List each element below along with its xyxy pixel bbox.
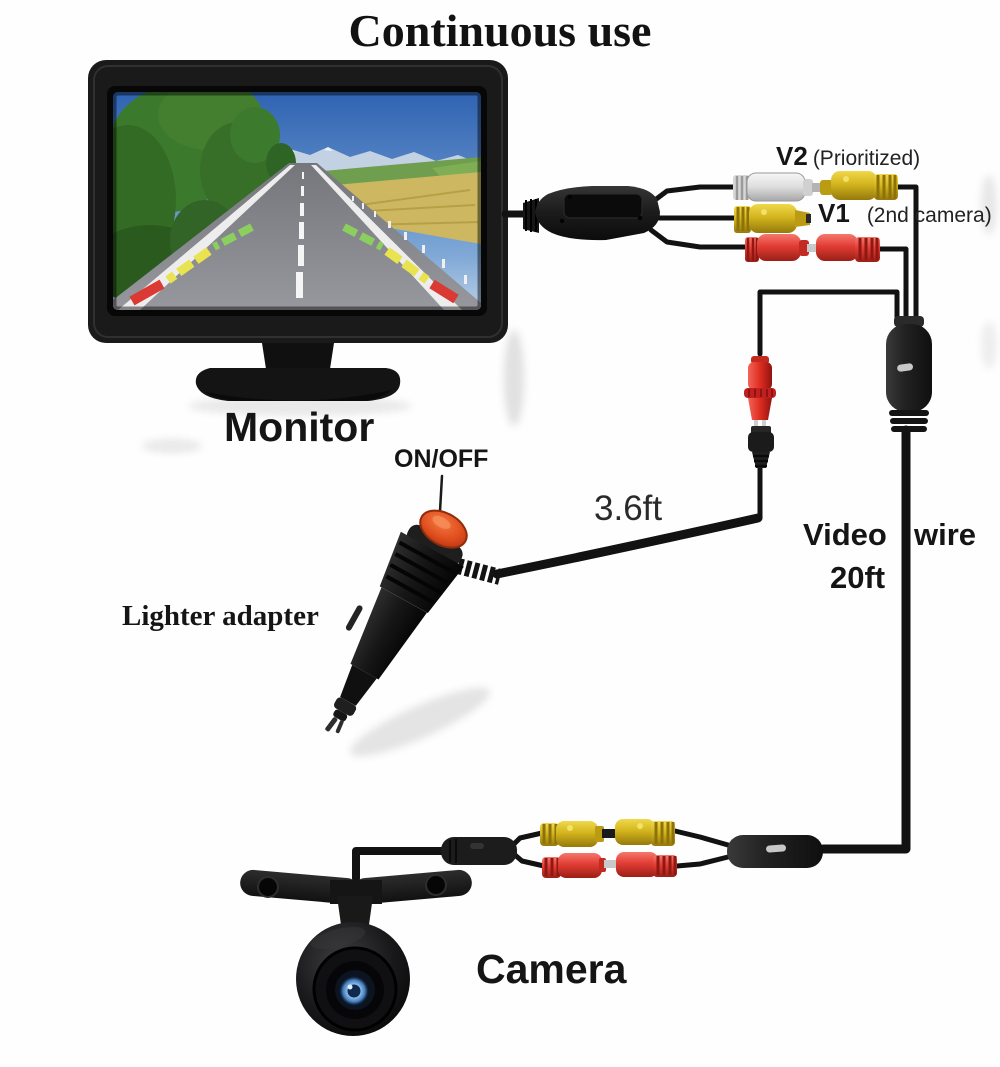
- wire-power-to-ferrite: [757, 289, 900, 357]
- monitor-illustration: [88, 60, 508, 401]
- rca-pair-v2: [733, 171, 898, 202]
- wires: [352, 184, 919, 883]
- junction-box: [523, 186, 660, 241]
- wire-split-yellow: [672, 828, 731, 848]
- power-cable-length-label: 3.6ft: [594, 489, 663, 528]
- v1-label: V1: [818, 198, 850, 228]
- video-wire-label-word1: Video: [803, 517, 887, 552]
- trees: [113, 92, 296, 305]
- v1-note: (2nd camera): [866, 204, 992, 227]
- lighter-adapter-label: Lighter adapter: [122, 600, 319, 632]
- camera-cable-ferrite-left: [441, 837, 517, 865]
- v1-label-row: V1 (2nd camera): [818, 200, 992, 226]
- rca-pair-red-top: [745, 234, 880, 262]
- monitor-stand: [195, 343, 401, 401]
- power-rca-and-barrel: [744, 356, 776, 468]
- fence-posts: [352, 196, 467, 284]
- wire-video-20ft: [818, 425, 911, 854]
- page-title: Continuous use: [348, 5, 652, 56]
- wire-lighter-cable: [492, 513, 763, 579]
- road: [113, 163, 481, 310]
- wire-v2: [648, 184, 737, 206]
- video-wire-length-label: 20ft: [830, 560, 886, 595]
- wire-yellow-left: [510, 830, 545, 848]
- camera-label: Camera: [476, 946, 627, 992]
- monitor-label: Monitor: [224, 404, 375, 450]
- on-off-label: ON/OFF: [394, 445, 489, 473]
- rca-connector-v1: [734, 204, 811, 233]
- yellow-field: [324, 172, 481, 244]
- v2-label: V2: [776, 141, 808, 171]
- video-wire-ferrite: [886, 316, 932, 432]
- wire-camera: [352, 847, 447, 883]
- wire-strain-relief: [455, 558, 503, 585]
- wire-red-to-ferrite: [876, 246, 909, 324]
- rca-pair-yellow-bottom: [540, 819, 675, 847]
- wire-split-red: [674, 854, 731, 869]
- monitor-screen: [113, 92, 481, 310]
- camera-illustration: [240, 869, 472, 1036]
- video-wire-label-word2: wire: [914, 517, 977, 552]
- wire-red-top: [648, 227, 750, 250]
- onoff-pointer-line: [438, 474, 444, 513]
- bracket-hole-left: [257, 876, 279, 898]
- lighter-adapter-illustration: [325, 509, 468, 734]
- camera-cable-ferrite-right: [727, 835, 823, 868]
- wire-v2-to-ferrite: [893, 184, 919, 324]
- wire-red-left: [512, 852, 547, 869]
- road-line-left: [118, 165, 295, 310]
- center-dashes: [296, 172, 304, 298]
- on-off-button: [419, 509, 468, 549]
- bracket-hole-right: [425, 874, 447, 896]
- rca-pair-red-bottom: [542, 852, 677, 878]
- v2-note: (Prioritized): [812, 147, 921, 170]
- v2-label-row: V2(Prioritized): [776, 143, 920, 169]
- parking-guidelines: [129, 223, 459, 306]
